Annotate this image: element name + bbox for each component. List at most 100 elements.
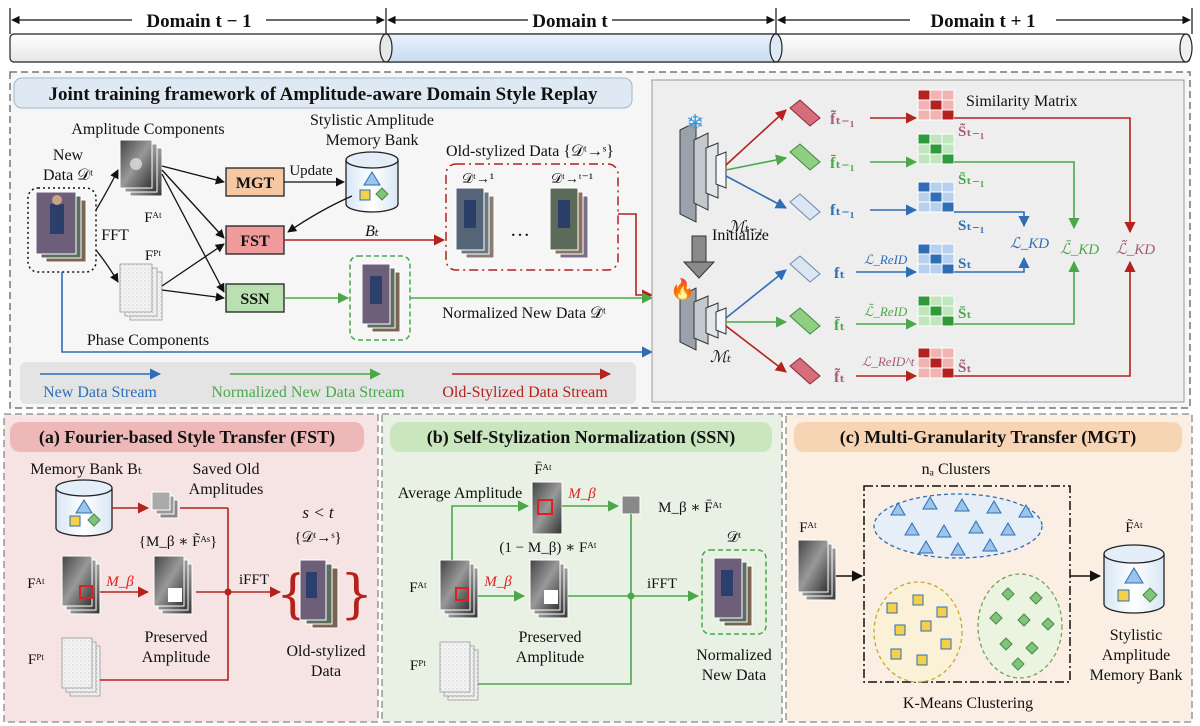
ssn-preserved-stack — [529, 559, 569, 619]
cluster-diamonds — [977, 573, 1063, 679]
fst-box — [225, 225, 285, 255]
saved-old-label-1: Saved Old — [192, 461, 259, 478]
fst-bank-cylinder — [55, 479, 113, 537]
amplitude-stack — [119, 139, 163, 197]
old-stylized-label: Old-stylized Data {𝒟ᵗ→ˢ} — [446, 143, 614, 160]
mgt-bank-cylinder — [1103, 544, 1165, 614]
m-cur-label: ℳₜ — [710, 349, 731, 366]
feature-bars — [789, 99, 821, 385]
f-bar-cur-label: f̄ₜ — [834, 315, 845, 334]
bank-label: Bₜ — [365, 223, 379, 240]
matrix-s-tilde-cur — [917, 347, 955, 379]
ssn-preserved-label-2: Amplitude — [516, 649, 584, 666]
new-data-label-1: New — [53, 147, 84, 164]
fft-label: FFT — [101, 227, 129, 244]
l-reid-label: ℒ_ReID — [864, 252, 908, 267]
f-tilde-prev-label: f̃ₜ₋₁ — [830, 108, 855, 128]
s-tilde-prev-label: S̃ₜ₋₁ — [958, 123, 984, 140]
s-tilde-cur-label: S̃ₜ — [958, 359, 972, 376]
new-model-icon: 🔥 — [670, 277, 727, 351]
legend-new-label: New Data Stream — [43, 384, 157, 401]
new-data-frame — [27, 187, 97, 273]
fst-box-label: FST — [240, 233, 270, 250]
d-tt1-label: 𝒟ᵗ→ᵗ⁻¹ — [551, 172, 593, 187]
diamond-marker — [999, 637, 1013, 651]
f-prev-label: fₜ₋₁ — [830, 202, 855, 219]
average-amplitude-label: Average Amplitude — [398, 485, 523, 502]
main-title: Joint training framework of Amplitude-aw… — [48, 84, 598, 105]
initialize-label: Initialize — [712, 227, 769, 244]
diamond-marker — [1029, 591, 1043, 605]
fst-output-images — [299, 559, 339, 629]
ssn-fa-bar-label: F̄ᴬᵗ — [534, 462, 552, 478]
clusters-label: nₐ Clusters — [922, 461, 991, 478]
fst-fa-label: Fᴬᵗ — [27, 576, 45, 592]
bank-title-1: Stylistic Amplitude — [310, 112, 434, 129]
ssn-average-amplitude — [531, 481, 563, 535]
normalized-data-images — [361, 263, 401, 333]
timeline-current-segment — [385, 33, 777, 63]
mgt-box-label: MGT — [236, 175, 275, 192]
old-stylized-frame — [445, 163, 619, 271]
triangle-marker — [1018, 504, 1034, 518]
matrix-s-bar-cur — [917, 295, 955, 327]
ssn-m-beta-fa-bar: M_β ∗ F̄ᴬᵗ — [658, 500, 722, 516]
diamond-marker — [1011, 657, 1025, 671]
fst-preserved-label-1: Preserved — [144, 629, 207, 646]
ssn-output-images — [713, 557, 753, 627]
diamond-marker — [989, 611, 1003, 625]
f-bar-prev-label: f̄ₜ₋₁ — [830, 153, 855, 172]
legend-old-label: Old-Stylized Data Stream — [442, 384, 608, 401]
triangle-marker — [982, 538, 998, 552]
fire-icon: 🔥 — [670, 277, 695, 301]
mgt-fa-stack — [797, 539, 837, 601]
square-marker — [894, 624, 906, 636]
f-cur-label: fₜ — [834, 265, 845, 282]
mgt-fa-tilde-label: F̃ᴬᵗ — [1125, 519, 1143, 536]
triangle-marker — [922, 496, 938, 510]
square-marker — [920, 620, 932, 632]
normalized-new-data-label: Normalized New Data 𝒟̄ᵗ — [442, 305, 606, 322]
fst-preserved-stack — [153, 555, 193, 615]
ssn-fa-stack — [439, 559, 479, 619]
legend-norm-label: Normalized New Data Stream — [211, 384, 405, 401]
fst-old-stylized-label-2: Data — [311, 663, 341, 680]
d-ts-label: {𝒟ᵗ→ˢ} — [294, 530, 341, 546]
ssn-m-beta-top: M_β — [567, 486, 596, 502]
fst-preserved-label-2: Amplitude — [142, 649, 210, 666]
ssn-normalized-label-2: New Data — [702, 667, 766, 684]
fst-fp-label: Fᴾᵗ — [28, 652, 44, 668]
l-kd-label: ℒ_KD — [1010, 236, 1049, 252]
f-tilde-cur-label: f̃ₜ — [834, 366, 845, 386]
fp-label: Fᴾᵗ — [145, 248, 161, 264]
mgt-box — [225, 167, 285, 197]
saved-old-label-2: Amplitudes — [189, 481, 264, 498]
triangle-marker — [950, 542, 966, 556]
kmeans-label: K-Means Clustering — [903, 695, 1033, 712]
diamond-marker — [1001, 587, 1015, 601]
s-cur-label: Sₜ — [958, 256, 972, 272]
saved-formula: {M_β ∗ F̃ᴬˢ} — [139, 533, 217, 550]
s-prev-label: Sₜ₋₁ — [958, 218, 984, 234]
saved-amplitudes-stack — [151, 491, 179, 519]
fst-ifft-label: iFFT — [239, 572, 269, 588]
similarity-matrix-label: Similarity Matrix — [966, 93, 1078, 110]
triangle-marker — [918, 540, 934, 554]
l-reid-ts-label: ℒ_ReID^t→s — [862, 354, 932, 369]
mgt-bank-label-1: Stylistic — [1110, 627, 1162, 644]
d-t1-label: 𝒟ᵗ→¹ — [462, 172, 494, 187]
domain-prev-label: Domain t − 1 — [146, 11, 251, 32]
timeline: Domain t − 1 Domain t Domain t + 1 — [9, 8, 1193, 63]
mgt-bank-label-3: Memory Bank — [1090, 667, 1183, 684]
legend-box — [20, 362, 636, 404]
amplitude-components-label: Amplitude Components — [71, 121, 224, 138]
ssn-masked-average — [621, 495, 641, 515]
ssn-fa-label: Fᴬᵗ — [409, 580, 427, 596]
new-data-label-2: Data 𝒟ᵗ — [43, 167, 93, 184]
ssn-one-minus: (1 − M_β) ∗ Fᴬᵗ — [499, 540, 596, 556]
triangle-marker — [986, 500, 1002, 514]
cluster-triangles — [873, 493, 1043, 559]
fst-panel: (a) Fourier-based Style Transfer (FST) M… — [3, 413, 379, 723]
phase-stack — [119, 263, 163, 321]
domain-next-label: Domain t + 1 — [930, 11, 1035, 32]
